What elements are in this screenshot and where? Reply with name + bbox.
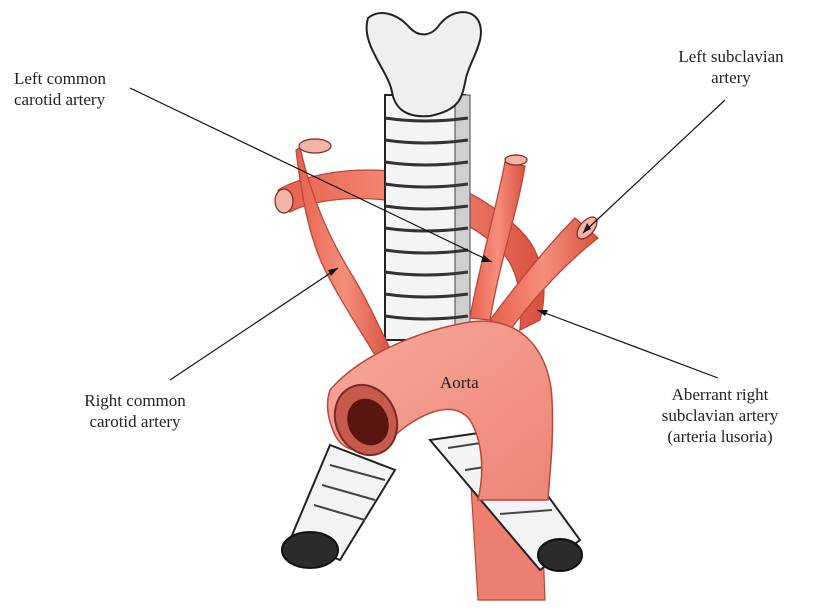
leader-aberrant-right-subclavian — [537, 310, 718, 378]
label-left-common-carotid-artery: Left common carotid artery — [14, 68, 106, 110]
label-aberrant-right-subclavian-artery: Aberrant right subclavian artery (arteri… — [635, 384, 805, 447]
leader-left-subclavian — [583, 100, 725, 233]
label-line: Left subclavian — [666, 46, 796, 67]
label-line: subclavian artery — [635, 405, 805, 426]
label-line: artery — [666, 67, 796, 88]
label-line: carotid artery — [14, 89, 106, 110]
label-right-common-carotid-artery: Right common carotid artery — [60, 390, 210, 432]
label-line: Aorta — [440, 372, 479, 393]
label-line: carotid artery — [60, 411, 210, 432]
leader-right-common-carotid — [170, 268, 338, 380]
label-aorta: Aorta — [440, 372, 479, 393]
right-carotid-opening — [299, 139, 331, 153]
label-line: (arteria lusoria) — [635, 426, 805, 447]
label-left-subclavian-artery: Left subclavian artery — [666, 46, 796, 88]
label-line: Left common — [14, 68, 106, 89]
left-carotid-opening — [505, 155, 527, 165]
label-line: Aberrant right — [635, 384, 805, 405]
aberrant-subclavian-opening — [275, 189, 293, 213]
label-line: Right common — [60, 390, 210, 411]
trachea — [385, 95, 470, 340]
